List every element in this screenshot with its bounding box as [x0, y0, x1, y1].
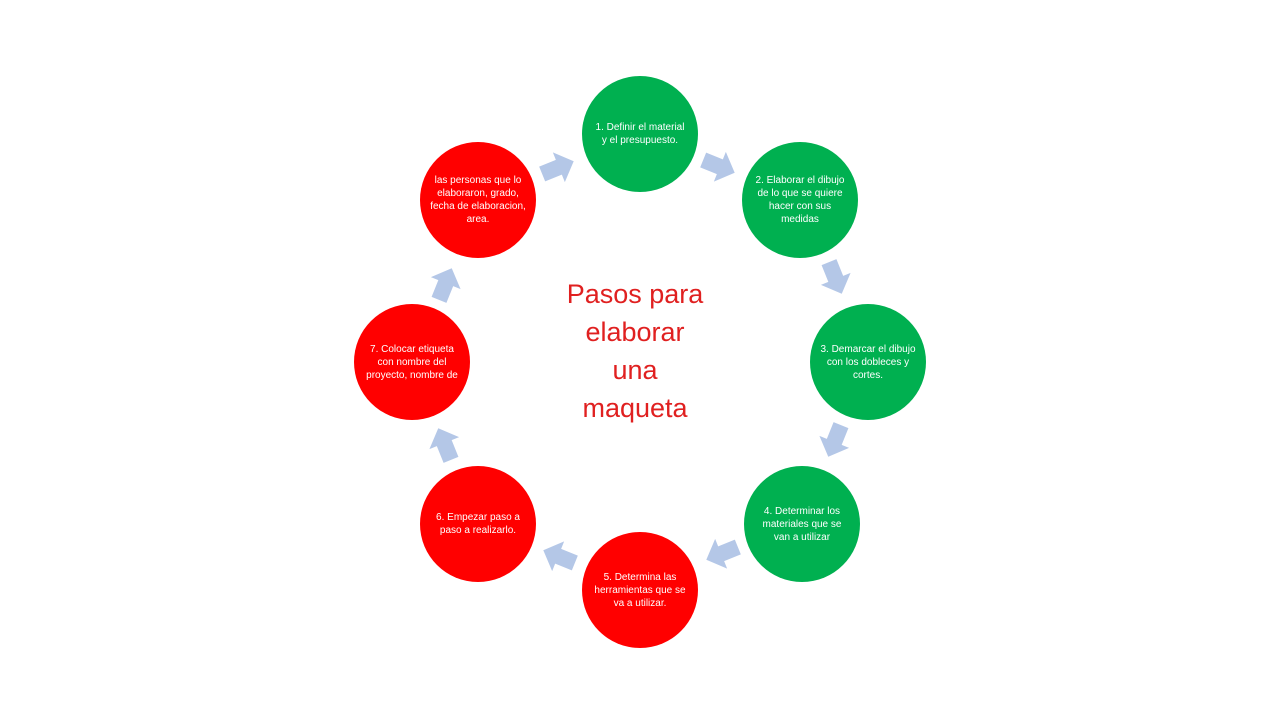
arrow-6-to-7	[429, 428, 460, 463]
step-7-circle: 7. Colocar etiqueta con nombre del proye…	[354, 304, 470, 420]
arrow-1-to-2	[700, 151, 735, 182]
step-3-text: 3. Demarcar el dibujo con los dobleces y…	[820, 343, 916, 381]
step-8-circle: las personas que lo elaboraron, grado, f…	[420, 142, 536, 258]
step-1-text: 1. Definir el material y el presupuesto.	[595, 122, 685, 146]
arrow-2-to-3	[820, 259, 851, 294]
arrow-4-to-5	[706, 538, 741, 569]
arrow-5-to-6	[543, 541, 578, 572]
step-5-circle: 5. Determina las herramientas que se va …	[582, 532, 698, 648]
step-4-circle: 4. Determinar los materiales que se van …	[744, 466, 860, 582]
step-8-text: las personas que lo elaboraron, grado, f…	[430, 175, 526, 225]
step-7-text: 7. Colocar etiqueta con nombre del proye…	[366, 343, 458, 381]
step-6-circle: 6. Empezar paso a paso a realizarlo.	[420, 466, 536, 582]
center-title: Pasos para elaborar una maqueta	[566, 279, 704, 423]
step-1-circle: 1. Definir el material y el presupuesto.	[582, 76, 698, 192]
step-2-text: 2. Elaborar el dibujo de lo que se quier…	[755, 175, 845, 225]
arrow-3-to-4	[819, 422, 850, 457]
step-4-text: 4. Determinar los materiales que se van …	[762, 505, 842, 543]
step-6-text: 6. Empezar paso a paso a realizarlo.	[436, 512, 520, 536]
arrow-7-to-8	[430, 268, 461, 303]
arrow-8-to-1	[539, 152, 574, 183]
step-3-circle: 3. Demarcar el dibujo con los dobleces y…	[810, 304, 926, 420]
step-2-circle: 2. Elaborar el dibujo de lo que se quier…	[742, 142, 858, 258]
step-5-text: 5. Determina las herramientas que se va …	[594, 571, 686, 609]
